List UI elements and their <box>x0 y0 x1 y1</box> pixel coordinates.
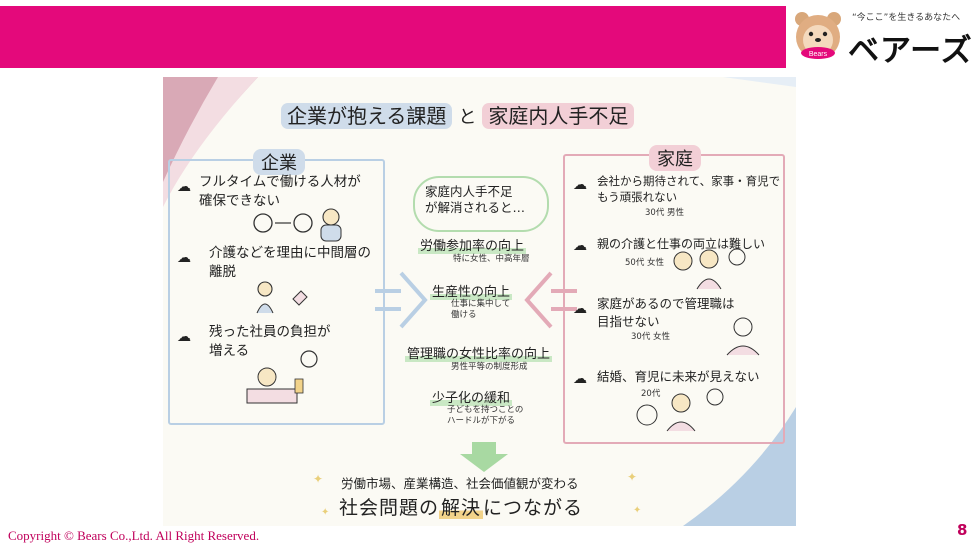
arrow-down-icon <box>460 442 508 472</box>
cloud-line1: 家庭内人手不足 <box>425 184 513 199</box>
worried-couple-icon <box>636 388 724 432</box>
household-item-1: 会社から期待されて、家事・育児で もう頑張れない <box>597 173 780 205</box>
household-item-3-line1: 家庭があるので管理職は <box>597 296 735 311</box>
logo-tagline: “今ここ”を生きるあなたへ <box>852 13 961 23</box>
effect-label-3: 管理職の女性比率の向上 <box>405 343 553 362</box>
household-note-3: 30代 女性 <box>631 332 671 342</box>
bear-mascot-icon: Bears <box>795 12 841 59</box>
company-item-2-line2: 離脱 <box>209 264 236 280</box>
effect-4-text: 少子化の緩和 <box>430 391 513 406</box>
scribble-bullet-icon: ☁ <box>573 177 587 193</box>
conclusion-highlight: 解決 <box>439 497 484 519</box>
svg-text:✦: ✦ <box>313 472 323 486</box>
copyright-footer: Copyright © Bears Co.,Ltd. All Right Res… <box>8 528 260 543</box>
household-item-3-line2: 目指せない <box>597 314 660 329</box>
title-company-issues: 企業が抱える課題 <box>281 103 453 129</box>
svg-text:✦: ✦ <box>321 507 329 518</box>
scribble-bullet-icon: ☁ <box>177 179 191 195</box>
effect-note-1: 特に女性、中高年層 <box>453 254 530 264</box>
cloud-line2: が解消されると… <box>425 200 526 215</box>
effect-3-text: 管理職の女性比率の向上 <box>405 347 553 362</box>
effect-label-1: 労働参加率の向上 <box>418 235 527 254</box>
conclusion-line2-post: につながる <box>483 497 584 519</box>
bear-label: Bears <box>809 51 828 58</box>
company-heading: 企業 <box>253 149 305 175</box>
svg-text:✦: ✦ <box>633 505 641 516</box>
svg-text:✦: ✦ <box>627 470 637 484</box>
header-bar <box>0 6 786 68</box>
conclusion-line2-pre: 社会問題の <box>339 497 440 519</box>
center-cloud-text: 家庭内人手不足 が解消されると… <box>425 184 525 216</box>
household-item-2: 親の介護と仕事の両立は難しい <box>597 235 765 254</box>
company-item-1-line1: フルタイムで働ける人材が <box>199 174 361 190</box>
company-item-3: 残った社員の負担が 増える <box>209 323 331 361</box>
household-item-1-line2: もう頑張れない <box>597 190 678 204</box>
illustration-panel: 企業が抱える課題と家庭内人手不足 企業 ☁ フルタイムで働ける人材が 確保できな… <box>163 77 796 526</box>
effect-label-2: 生産性の向上 <box>430 281 513 300</box>
company-item-3-line1: 残った社員の負担が <box>209 324 331 340</box>
household-heading: 家庭 <box>649 145 701 171</box>
household-note-4: 20代 <box>641 389 661 399</box>
household-note-2: 50代 女性 <box>625 258 665 268</box>
overworked-employee-icon <box>246 350 318 404</box>
effect-2-text: 生産性の向上 <box>430 285 513 300</box>
household-item-3: 家庭があるので管理職は 目指せない <box>597 295 735 331</box>
caregiving-family-icon <box>673 248 746 290</box>
household-item-4: 結婚、育児に未来が見えない <box>597 367 760 386</box>
effect-label-4: 少子化の緩和 <box>430 387 513 406</box>
company-item-2: 介護などを理由に中間層の 離脱 <box>209 244 371 282</box>
figure-title: 企業が抱える課題と家庭内人手不足 <box>281 100 635 129</box>
household-item-1-line1: 会社から期待されて、家事・育児で <box>597 174 781 188</box>
effect-1-text: 労働参加率の向上 <box>418 239 527 254</box>
bears-logo[interactable]: Bears “今ここ”を生きるあなたへ ベアーズ <box>790 6 976 69</box>
household-note-1: 30代 男性 <box>645 208 685 218</box>
title-and: と <box>458 107 477 128</box>
logo-name: ベアーズ <box>848 33 973 69</box>
company-item-1: フルタイムで働ける人材が 確保できない <box>199 173 361 211</box>
center-cloud <box>413 176 549 232</box>
conclusion-line2: 社会問題の解決につながる <box>339 493 583 520</box>
page-number: 8 <box>957 521 968 539</box>
clock-illustration-icon <box>253 208 342 242</box>
effect-note-2: 仕事に集中して 働ける <box>451 299 511 320</box>
scribble-bullet-icon: ☁ <box>177 250 191 266</box>
household-item-4-line1: 結婚、育児に未来が見えない <box>597 369 760 384</box>
company-item-3-line2: 増える <box>209 343 250 359</box>
sparkle-decoration-icon: ✦ ✦ ✦ ✦ <box>313 470 641 518</box>
arrow-right-icon <box>375 271 428 329</box>
thinking-person-icon <box>726 317 760 356</box>
effect-note-3: 男性平等の制度形成 <box>451 362 528 372</box>
company-item-2-line1: 介護などを理由に中間層の <box>209 245 371 261</box>
scribble-bullet-icon: ☁ <box>573 371 587 387</box>
background-decoration <box>163 77 796 526</box>
scribble-bullet-icon: ☁ <box>177 329 191 345</box>
scribble-bullet-icon: ☁ <box>573 238 587 254</box>
effect-note-4: 子どもを持つことの ハードルが下がる <box>447 405 524 426</box>
household-item-2-line1: 親の介護と仕事の両立は難しい <box>597 237 766 251</box>
title-household-shortage: 家庭内人手不足 <box>482 103 635 129</box>
conclusion-line1: 労働市場、産業構造、社会価値観が変わる <box>341 476 579 491</box>
company-item-1-line2: 確保できない <box>199 193 280 209</box>
scribble-bullet-icon: ☁ <box>573 301 587 317</box>
leaving-worker-icon <box>256 281 308 314</box>
